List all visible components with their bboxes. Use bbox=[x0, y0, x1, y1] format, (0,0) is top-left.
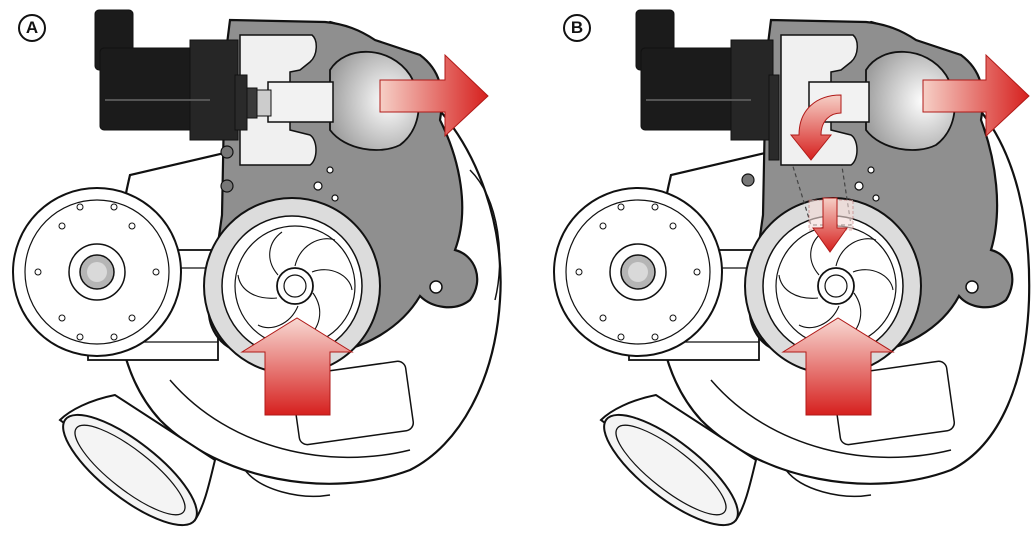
panel-b-badge: B bbox=[563, 14, 591, 42]
wastegate-valve bbox=[865, 50, 956, 151]
exhaust-flow-arrow bbox=[922, 53, 1030, 138]
inlet-flange bbox=[58, 393, 217, 527]
pulley-wheel bbox=[12, 187, 219, 361]
recirculation-arrow bbox=[812, 197, 848, 253]
wastegate-valve bbox=[329, 50, 420, 151]
actuator bbox=[94, 9, 272, 141]
panel-a-badge: A bbox=[18, 14, 46, 42]
bypass-flow-arrow bbox=[789, 94, 842, 161]
panel-b-illustration bbox=[553, 9, 1031, 527]
panel-a-illustration bbox=[12, 9, 502, 527]
intake-flow-arrow bbox=[240, 317, 354, 416]
intake-flow-arrow bbox=[781, 317, 895, 416]
panel-a: A bbox=[12, 9, 502, 527]
inlet-flange bbox=[599, 393, 758, 527]
compressor-wheel bbox=[203, 197, 381, 375]
compressor-wheel bbox=[744, 197, 922, 375]
actuator bbox=[635, 9, 780, 161]
exhaust-flow-arrow bbox=[379, 53, 489, 138]
pulley-wheel bbox=[553, 187, 760, 361]
panel-b: B bbox=[541, 0, 1032, 537]
